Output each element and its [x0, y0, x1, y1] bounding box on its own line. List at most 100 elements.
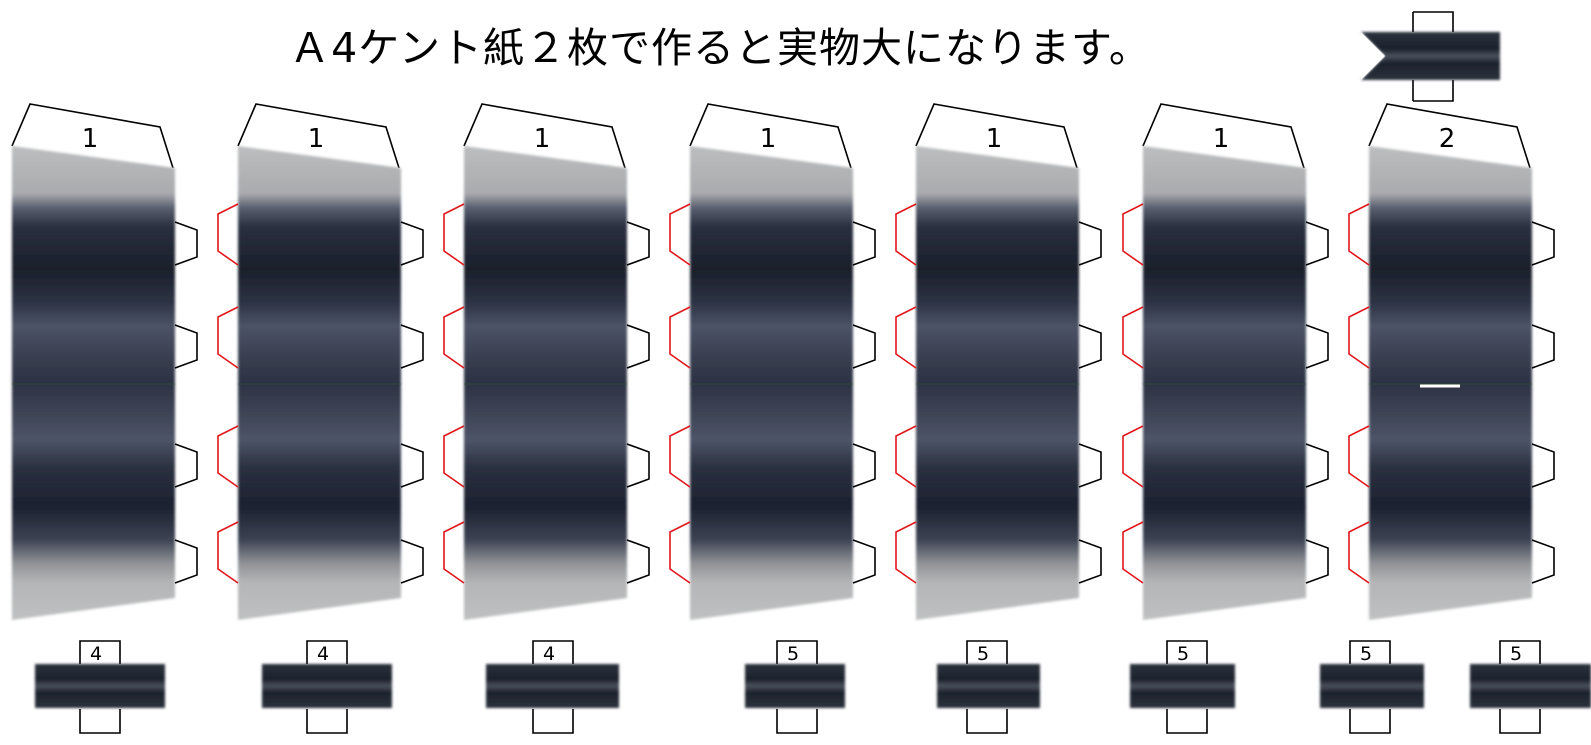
glue-tab-red: [1122, 521, 1144, 584]
glue-tab-black: [1531, 324, 1555, 369]
piece-body: [1320, 664, 1424, 708]
glue-tab-black: [174, 443, 198, 488]
panel-number-label: 2: [1439, 124, 1456, 154]
glue-tab-black: [1078, 221, 1102, 266]
piece-body: [262, 664, 392, 708]
glue-tab-red: [443, 425, 465, 488]
panel-number-label: 1: [760, 124, 777, 154]
glue-tab-red: [1348, 203, 1370, 266]
glue-tab-black: [626, 324, 650, 369]
piece-bottom-tab: [966, 709, 1008, 734]
glue-tab-red: [895, 425, 917, 488]
glue-tab-black: [1531, 443, 1555, 488]
piece-number-label: 5: [1510, 643, 1522, 665]
piece-number-label: 5: [1177, 643, 1189, 665]
glue-tab-red: [669, 203, 691, 266]
band-panel: 1: [217, 103, 424, 620]
small-piece: 5: [937, 640, 1040, 734]
glue-tab-red: [895, 203, 917, 266]
glue-tab-black: [400, 539, 424, 584]
glue-tab-black: [400, 324, 424, 369]
panel-top-bracket: [1368, 103, 1531, 169]
panel-top-bracket: [689, 103, 852, 169]
glue-tab-black: [1531, 221, 1555, 266]
glue-tab-red: [217, 425, 239, 488]
panel-band: [690, 146, 853, 620]
piece-bottom-tab: [1166, 709, 1208, 734]
piece-bottom-tab: [79, 709, 121, 734]
band-panel: 1: [669, 103, 876, 620]
piece-bottom-tab: [1499, 709, 1541, 734]
glue-tab-black: [1078, 443, 1102, 488]
piece-label-box: [306, 640, 348, 664]
panel-top-bracket: [915, 103, 1078, 169]
panel-band: [1143, 146, 1306, 620]
glue-tab-red: [1122, 425, 1144, 488]
glue-tab-black: [1305, 324, 1329, 369]
page-title: Ａ4ケント紙２枚で作ると実物大になります。: [289, 24, 1151, 72]
small-piece: 4: [35, 640, 165, 734]
panel-top-bracket: [1142, 103, 1305, 169]
piece-label-box: [776, 640, 818, 664]
panel-band: [1369, 146, 1532, 620]
piece-body: [35, 664, 165, 708]
piece-number-label: 5: [787, 643, 799, 665]
glue-tab-black: [400, 443, 424, 488]
panel-number-label: 1: [986, 124, 1003, 154]
glue-tab-black: [1531, 539, 1555, 584]
panel-number-label: 1: [308, 124, 325, 154]
glue-tab-red: [217, 203, 239, 266]
panel-band: [464, 146, 627, 620]
glue-tab-red: [1122, 203, 1144, 266]
panel-band: [12, 146, 175, 620]
piece-label-box: [79, 640, 121, 664]
glue-tab-black: [1078, 324, 1102, 369]
glue-tab-black: [1078, 539, 1102, 584]
panel-top-bracket: [237, 103, 400, 169]
glue-tab-black: [1305, 443, 1329, 488]
glue-tab-black: [400, 221, 424, 266]
small-piece: 5: [1130, 640, 1235, 734]
panel-top-bracket: [11, 103, 174, 169]
glue-tab-black: [1305, 221, 1329, 266]
piece-label-box: [1349, 640, 1391, 664]
panel-band: [916, 146, 1079, 620]
glue-tab-red: [1122, 306, 1144, 369]
panel-band: [238, 146, 401, 620]
glue-tab-black: [174, 221, 198, 266]
panel-number-label: 1: [1213, 124, 1230, 154]
glue-tab-black: [626, 443, 650, 488]
glue-tab-black: [626, 221, 650, 266]
panel-top-bracket: [463, 103, 626, 169]
glue-tab-red: [443, 203, 465, 266]
glue-tab-black: [1305, 539, 1329, 584]
glue-tab-red: [217, 306, 239, 369]
band-panel: 1: [895, 103, 1102, 620]
piece-body: [745, 664, 845, 708]
piece-label-box: [1499, 640, 1541, 664]
glue-tab-red: [669, 425, 691, 488]
piece-number-label: 4: [543, 643, 555, 665]
glue-tab-red: [895, 306, 917, 369]
piece-number-label: 4: [317, 643, 329, 665]
glue-tab-black: [852, 221, 876, 266]
glue-tab-black: [852, 539, 876, 584]
glue-tab-black: [852, 443, 876, 488]
small-piece: 4: [262, 640, 392, 734]
glue-tab-red: [669, 306, 691, 369]
glue-tab-black: [626, 539, 650, 584]
piece-label-box: [966, 640, 1008, 664]
piece-body: [486, 664, 619, 708]
glue-tab-red: [1348, 306, 1370, 369]
glue-tab-black: [852, 324, 876, 369]
small-piece: 5: [1470, 640, 1591, 734]
glue-tab-red: [443, 306, 465, 369]
glue-tab-red: [895, 521, 917, 584]
glue-tab-red: [217, 521, 239, 584]
glue-tab-black: [174, 324, 198, 369]
piece-label-box: [532, 640, 574, 664]
small-piece: 4: [486, 640, 619, 734]
glue-tab-red: [1348, 425, 1370, 488]
piece-label-box: [1166, 640, 1208, 664]
